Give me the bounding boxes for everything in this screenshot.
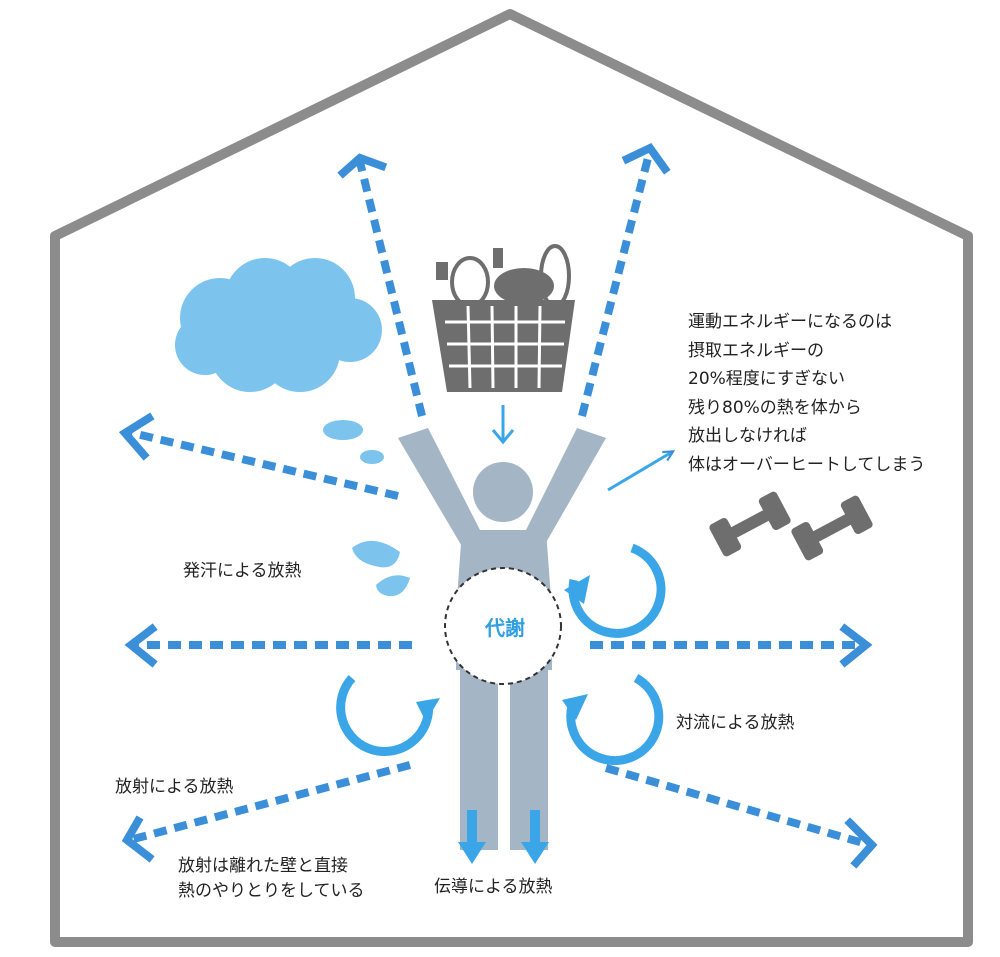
convection-cycle-icon	[336, 543, 666, 766]
arrow-up-left	[356, 161, 426, 417]
chevron-right-lower-icon	[844, 817, 878, 869]
energy-note-line: 放出しなければ	[688, 426, 807, 446]
chevron-left-upper-icon	[118, 412, 155, 461]
convection-label: 対流による放熱	[676, 713, 795, 733]
sweat-drop-icon	[352, 540, 410, 597]
energy-note-line: 体はオーバーヒートしてしまう	[688, 454, 926, 475]
metabolism-label: 代謝	[485, 616, 525, 640]
energy-note-line: 20%程度にすぎない	[688, 369, 845, 389]
arrow-up-right	[578, 149, 654, 417]
convection-cycle-heads	[416, 575, 590, 722]
cloud-icon	[175, 258, 384, 464]
energy-note-line: 運動エネルギーになるのは	[688, 312, 892, 332]
radiation-note-text: 放射は離れた壁と直接 熱のやりとりをしている	[178, 854, 365, 904]
chevron-left-middle-icon	[124, 623, 158, 668]
heat-arrows	[127, 149, 872, 849]
dumbbell-icon	[709, 491, 873, 561]
conduction-label: 伝導による放熱	[434, 877, 553, 897]
radiation-note-line: 放射は離れた壁と直接	[178, 856, 348, 876]
chevron-up-right-icon	[621, 142, 671, 175]
energy-note-line: 摂取エネルギーの	[688, 340, 824, 361]
house-outline-icon	[50, 9, 973, 947]
food-intake-arrowhead	[491, 429, 515, 445]
energy-pointer-arrow	[607, 450, 676, 492]
chevron-up-left-icon	[337, 153, 388, 179]
arrow-left-lower	[128, 761, 412, 844]
chevron-heads	[118, 142, 878, 869]
chevron-left-lower-icon	[121, 815, 155, 863]
arrow-left-upper	[127, 428, 399, 500]
energy-note-line: 残り80%の熱を体から	[688, 397, 862, 418]
metabolism-circle	[444, 567, 562, 685]
radiation-label: 放射による放熱	[115, 777, 234, 797]
sweat-label: 発汗による放熱	[183, 561, 302, 581]
chevron-right-middle-icon	[839, 623, 873, 668]
arrow-right-lower	[604, 764, 872, 849]
energy-note-text: 運動エネルギーになるのは 摂取エネルギーの 20%程度にすぎない 残り80%の熱…	[688, 308, 925, 479]
grocery-basket-icon	[432, 244, 575, 392]
conduction-arrows	[458, 810, 549, 864]
radiation-note-line: 熱のやりとりをしている	[178, 881, 365, 901]
